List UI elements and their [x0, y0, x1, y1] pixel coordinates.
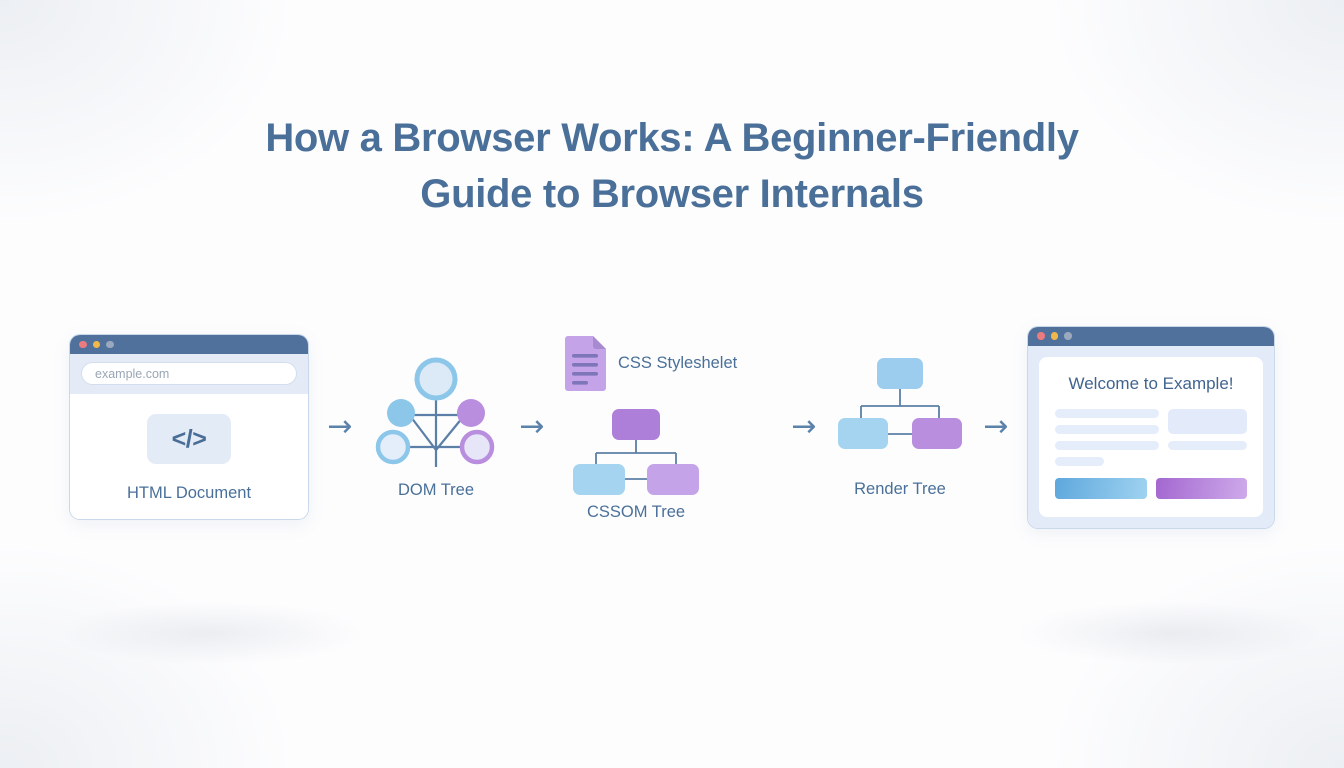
placeholder-bar — [1168, 440, 1247, 450]
arrow-icon-4: → — [983, 409, 1009, 444]
traffic-light-red-icon — [1037, 332, 1045, 340]
rendered-content-grid — [1055, 408, 1247, 466]
traffic-light-red-icon — [79, 340, 87, 349]
dom-tree-graphic — [371, 355, 501, 467]
cssom-tree-caption-wrap: CSSOM Tree — [571, 503, 701, 522]
placeholder-block — [1168, 408, 1247, 434]
arrow-icon-1: → — [327, 409, 353, 444]
arrow-icon-2: → — [519, 409, 545, 444]
rendered-page-card: Welcome to Example! — [1039, 356, 1263, 517]
dom-tree-caption: DOM Tree — [397, 480, 475, 499]
page-title-line-1: How a Browser Works: A Beginner-Friendly — [265, 116, 1079, 160]
window-titlebar — [70, 335, 308, 354]
content-column-left — [1055, 408, 1160, 466]
traffic-light-amber-icon — [1050, 332, 1058, 340]
primary-button[interactable] — [1055, 477, 1147, 499]
rendered-viewport: Welcome to Example! — [1028, 345, 1274, 528]
secondary-button[interactable] — [1155, 477, 1247, 499]
rendered-page-heading: Welcome to Example! — [1068, 373, 1234, 393]
dom-tree-step: DOM Tree — [371, 355, 501, 500]
content-column-right — [1168, 408, 1247, 466]
shadow-left — [62, 602, 362, 664]
css-stylesheet-row: CSS Styleshelet — [563, 335, 737, 393]
placeholder-bar-short — [1055, 456, 1104, 466]
placeholder-bar — [1055, 440, 1160, 450]
html-document-caption: HTML Document — [126, 484, 252, 502]
cssom-tree-step: CSS Styleshelet CSSOM Tre — [563, 335, 773, 522]
cssom-tree-caption: CSSOM Tree — [586, 502, 686, 521]
browser-pipeline-diagram: example.com </> HTML Document → — [0, 312, 1344, 542]
html-document-window: example.com </> HTML Document — [69, 334, 309, 520]
placeholder-bar — [1055, 424, 1160, 434]
arrow-icon-3: → — [791, 409, 817, 444]
rendered-window-titlebar — [1028, 326, 1274, 346]
code-icon: </> — [147, 414, 231, 464]
cssom-tree-graphic — [571, 407, 701, 500]
css-stylesheet-label: CSS Styleshelet — [618, 354, 738, 372]
render-tree-caption: Render Tree — [854, 479, 946, 498]
css-stylesheet-icon — [565, 335, 606, 391]
traffic-light-amber-icon — [92, 340, 100, 349]
shadow-right — [1020, 602, 1320, 664]
render-tree-step: Render Tree — [835, 356, 965, 499]
render-tree-graphic — [835, 356, 965, 466]
page-title-line-2: Guide to Browser Internals — [420, 172, 924, 216]
address-bar-area: example.com — [70, 354, 308, 394]
page-title: How a Browser Works: A Beginner-Friendly… — [0, 110, 1344, 222]
placeholder-bar — [1055, 408, 1160, 418]
url-input[interactable]: example.com — [81, 362, 297, 385]
html-document-body: </> HTML Document — [70, 394, 308, 519]
rendered-page-window: Welcome to Example! — [1027, 325, 1275, 529]
traffic-light-grey-icon — [106, 340, 114, 349]
rendered-button-row — [1055, 477, 1247, 499]
traffic-light-grey-icon — [1064, 332, 1072, 340]
